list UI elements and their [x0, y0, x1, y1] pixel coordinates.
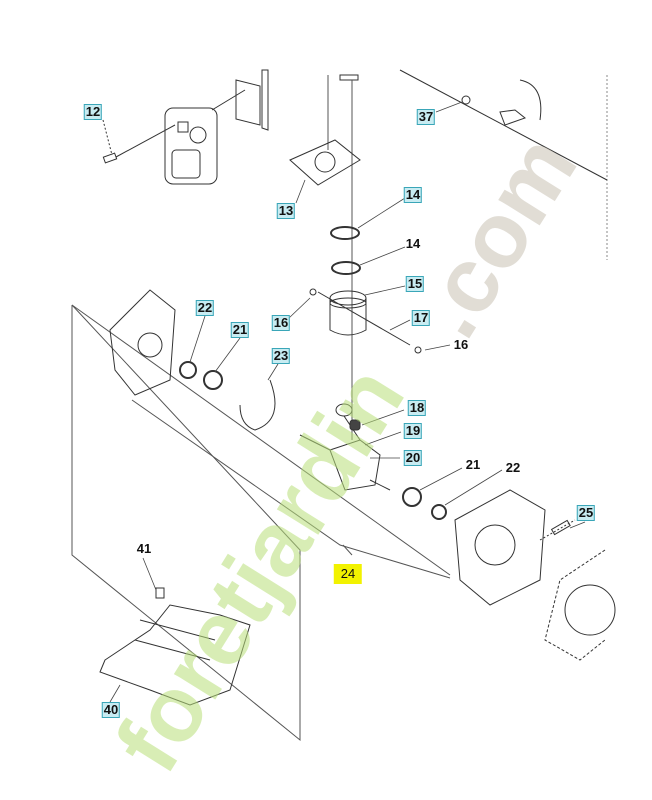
gasket-part	[289, 139, 361, 186]
part-label-17[interactable]: 17	[411, 310, 431, 326]
part-label-25[interactable]: 25	[576, 505, 596, 521]
part-label-23[interactable]: 23	[271, 348, 291, 364]
retainer-part	[239, 379, 276, 431]
part-label-19[interactable]: 19	[403, 423, 423, 439]
part-label-15[interactable]: 15	[405, 276, 425, 292]
shroud-part	[99, 604, 251, 706]
part-label-22-plain[interactable]: 22	[505, 460, 521, 475]
part-label-24[interactable]: 24	[333, 564, 363, 584]
part-label-37[interactable]: 37	[416, 109, 436, 125]
part-label-14-plain[interactable]: 14	[405, 236, 421, 251]
part-label-16[interactable]: 16	[271, 315, 291, 331]
part-label-12[interactable]: 12	[83, 104, 103, 120]
part-label-22[interactable]: 22	[195, 300, 215, 316]
part-label-41[interactable]: 41	[136, 541, 152, 556]
part-label-21[interactable]: 21	[230, 322, 250, 338]
assembly-frame	[71, 304, 301, 742]
part-label-20[interactable]: 20	[403, 450, 423, 466]
piston-part	[329, 290, 367, 336]
part-label-16-plain[interactable]: 16	[453, 337, 469, 352]
bearing-part	[179, 361, 197, 379]
muffler-part	[164, 69, 269, 185]
part-label-21-plain[interactable]: 21	[465, 457, 481, 472]
crankcase-right-part	[454, 489, 546, 606]
part-label-40[interactable]: 40	[101, 702, 121, 718]
part-label-13[interactable]: 13	[276, 203, 296, 219]
piston-ring-part	[330, 226, 360, 240]
crankcase-left-part	[109, 289, 176, 396]
part-label-14[interactable]: 14	[403, 187, 423, 203]
part-label-18[interactable]: 18	[407, 400, 427, 416]
